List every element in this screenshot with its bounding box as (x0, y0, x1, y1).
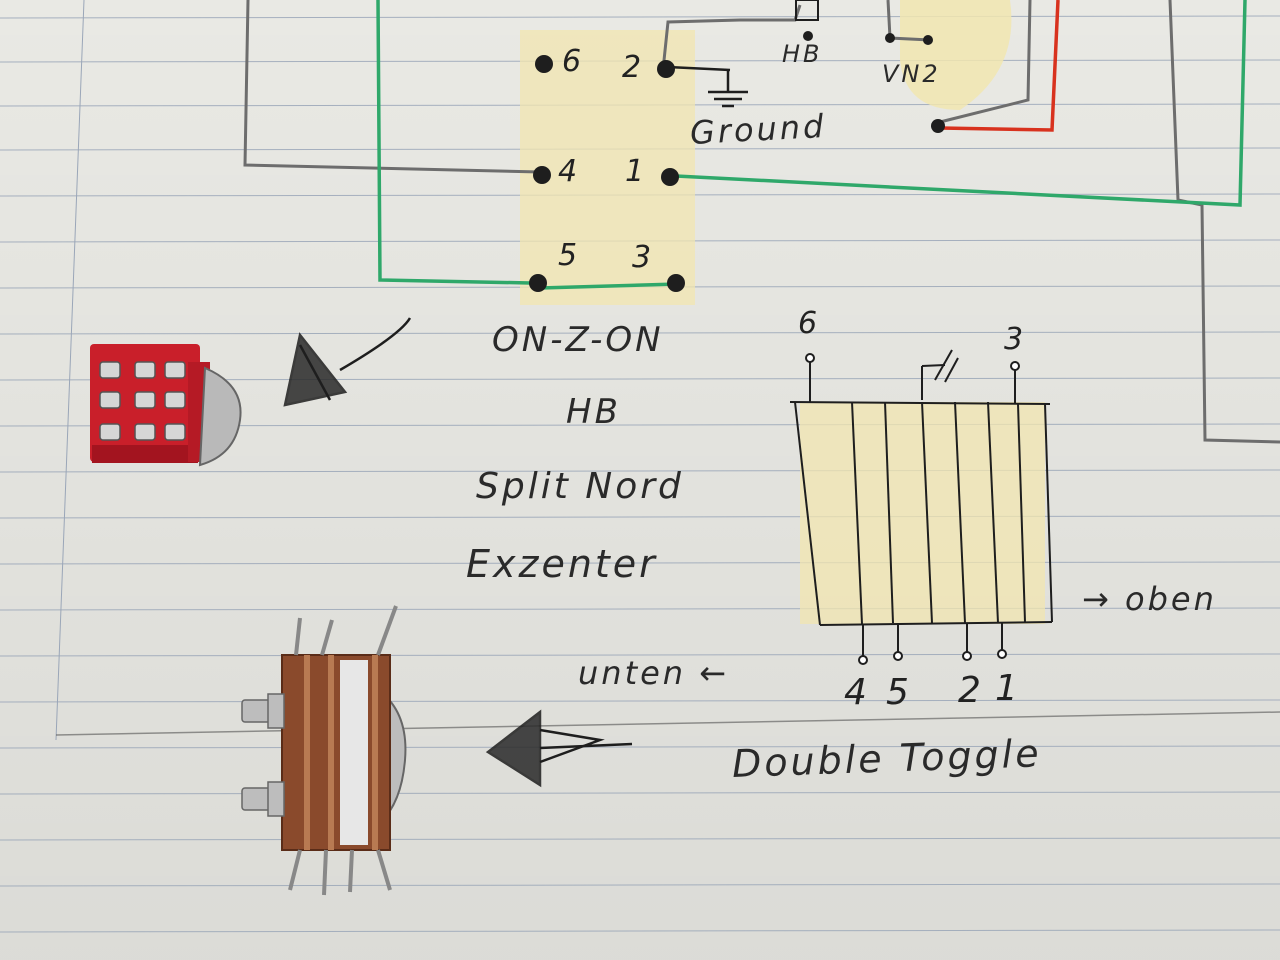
ground-symbol (667, 65, 748, 108)
pin-label-3: 3 (632, 240, 652, 275)
pin-label-2: 2 (622, 50, 642, 85)
terminal-dots (529, 31, 945, 292)
switch-fill-double-toggle (800, 402, 1045, 624)
exzenter-label: Exzenter (466, 542, 658, 586)
dt-pin-label-2: 2 (958, 670, 981, 711)
dt-pin-label-5: 5 (886, 672, 909, 713)
pin-label-6: 6 (562, 44, 582, 79)
unten-label: unten ← (578, 654, 730, 692)
pin-label-5: 5 (558, 238, 578, 273)
sketch-arrows (283, 317, 633, 788)
red-toggle-switch (90, 344, 242, 467)
dt-pin-label-1: 1 (995, 668, 1018, 709)
ground-label: Ground (689, 106, 828, 152)
green-wires (376, 0, 1247, 290)
pin-label-4: 4 (558, 154, 578, 189)
vn2-pickup-label: VN2 (882, 60, 941, 88)
split-nord-label: Split Nord (476, 466, 684, 507)
dt-pin-label-4: 4 (844, 672, 867, 713)
pot-fill (900, 0, 1012, 110)
dt-pin-label-3: 3 (1004, 322, 1024, 357)
pin-label-1: 1 (625, 154, 645, 189)
double-toggle-diagram (789, 349, 1053, 658)
on-z-on-label: ON-Z-ON (492, 320, 664, 360)
hb-switch-label: HB (566, 392, 621, 432)
dt-pin-label-6: 6 (798, 306, 818, 341)
hb-pickup-label: HB (782, 40, 823, 68)
oben-label: → oben (1082, 580, 1217, 618)
gray-wires (243, 0, 1280, 444)
brown-double-toggle-switch (241, 605, 407, 896)
red-wire (939, 0, 1060, 132)
